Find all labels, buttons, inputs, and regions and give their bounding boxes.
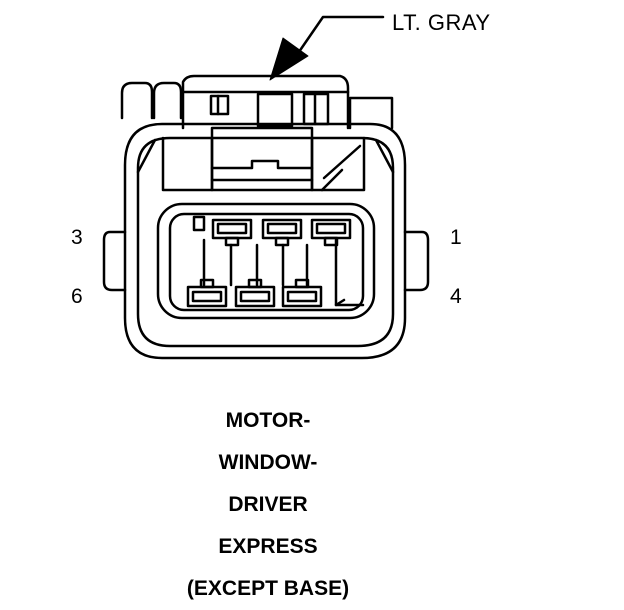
title-line: DRIVER (228, 493, 308, 516)
component-title: MOTOR- WINDOW- DRIVER EXPRESS (EXCEPT BA… (130, 400, 406, 610)
terminal-cavity (234, 278, 276, 308)
title-line: MOTOR- (225, 409, 311, 432)
terminal-cavity (186, 278, 228, 308)
connector-shell (123, 122, 407, 360)
terminal-cavity (310, 218, 352, 247)
terminal-cavity (211, 218, 253, 247)
pin-number-6: 6 (71, 285, 83, 308)
terminal-cavity (261, 218, 303, 247)
pin-number-1: 1 (450, 226, 462, 249)
title-line: EXPRESS (218, 535, 318, 558)
connector-inner-structure (161, 126, 366, 192)
top-latch-tabs (120, 81, 394, 130)
title-line: (EXCEPT BASE) (186, 577, 350, 600)
title-line: WINDOW- (218, 451, 318, 474)
lock-housing (181, 74, 350, 130)
wire-color-label: LT. GRAY (392, 10, 491, 35)
cavity-block (156, 202, 376, 320)
pin-number-4: 4 (450, 285, 462, 308)
side-latches (102, 230, 430, 292)
pin-number-3: 3 (71, 226, 83, 249)
terminals-bottom-row (186, 278, 323, 308)
terminal-cavity (281, 278, 323, 308)
leader-line (290, 15, 385, 64)
leader-arrowhead (269, 37, 309, 81)
terminals-top-row (211, 218, 352, 247)
